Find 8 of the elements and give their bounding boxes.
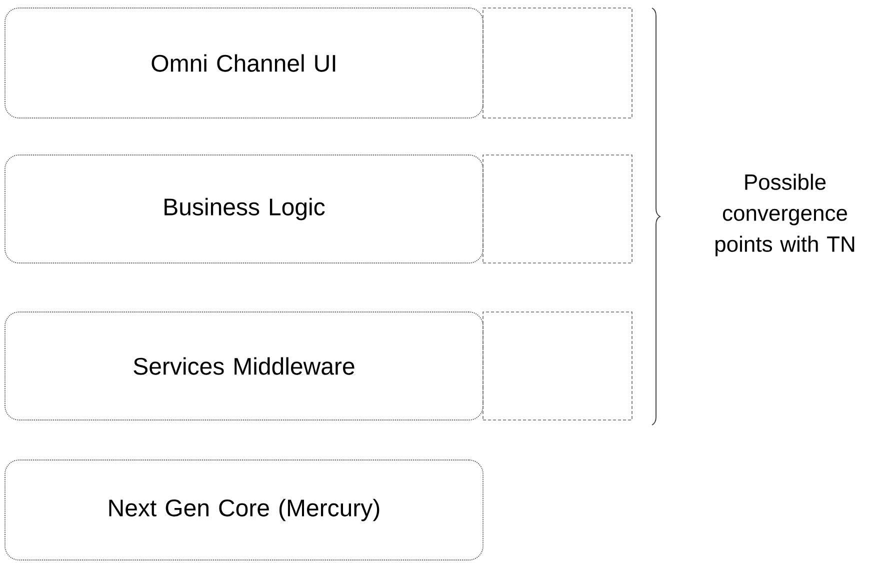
layer-box: Next Gen Core (Mercury) <box>4 460 484 560</box>
layer-box: Services Middleware <box>4 312 484 420</box>
empty-box <box>482 8 632 118</box>
empty-box <box>482 312 632 420</box>
empty-box <box>482 154 632 264</box>
callout-text: Possible convergence points with TN <box>716 174 854 256</box>
layer-box: Omni Channel UI <box>4 8 484 118</box>
layer-box: Business Logic <box>4 154 484 264</box>
